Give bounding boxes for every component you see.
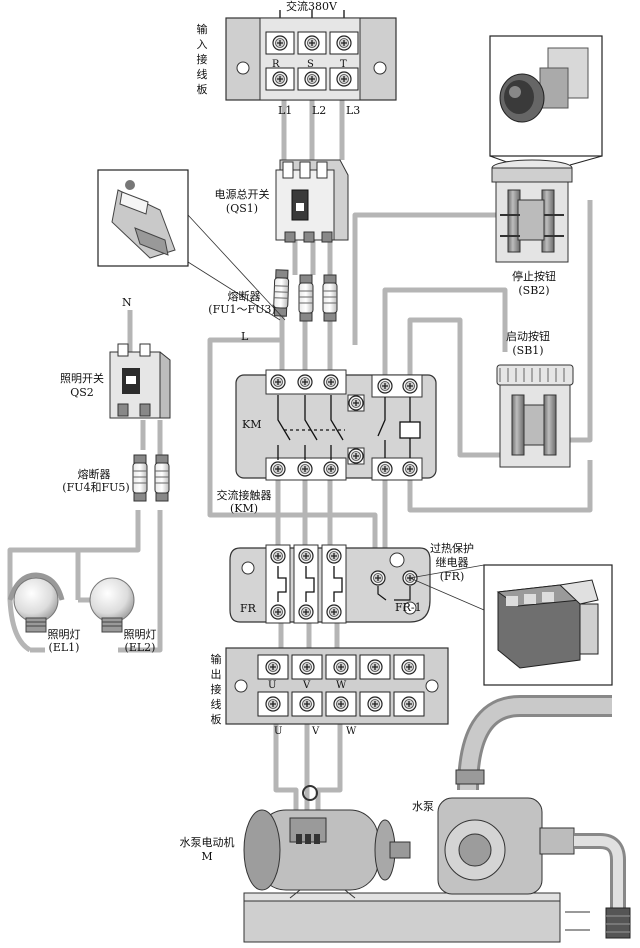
main-switch-qs1 <box>275 159 349 243</box>
main-switch-code: (QS1) <box>225 202 259 215</box>
lighting-switch-code: QS2 <box>70 386 94 399</box>
relay-name-line1: 过热保护 <box>430 542 474 555</box>
lighting-switch-qs2 <box>109 343 171 419</box>
out-phase-u-upper: U <box>268 680 277 691</box>
contactor-km <box>235 369 437 481</box>
lamp-el2 <box>89 577 135 633</box>
thermal-relay-fr <box>229 544 431 624</box>
fuse-holder-photo <box>97 169 286 321</box>
start-button-name: 启动按钮 <box>506 330 550 343</box>
relay-code: (FR) <box>439 570 465 583</box>
line-l2-label: L2 <box>312 104 327 117</box>
lighting-fuses <box>132 454 170 502</box>
lighting-fuse-name: 熔断器 <box>77 468 111 481</box>
pump-label: 水泵 <box>412 800 434 813</box>
output-terminal-board <box>225 647 449 725</box>
lighting-switch-name: 照明开关 <box>60 372 104 385</box>
stop-button-photo <box>489 35 603 166</box>
main-fuse-code: (FU1～FU3) <box>208 303 276 316</box>
lamp-el1-code: (EL1) <box>48 641 80 654</box>
relay-contact-label: FR-1 <box>395 601 422 614</box>
contactor-name: 交流接触器 <box>216 489 272 502</box>
thermal-relay-photo <box>409 564 613 686</box>
pump-motor <box>243 785 561 943</box>
stop-button-code: (SB2) <box>518 284 550 297</box>
phase-t-label: T <box>340 59 347 70</box>
out-phase-v-lower: V <box>312 726 320 737</box>
contactor-tag: KM <box>242 418 262 431</box>
stop-button-sb2 <box>491 159 573 263</box>
relay-name-line2: 继电器 <box>435 556 469 569</box>
contactor-code: (KM) <box>229 502 259 515</box>
lamp-el1 <box>7 572 65 633</box>
supply-voltage-label: 交流380V <box>286 0 337 13</box>
input-board-label: 输入接线板 <box>196 23 208 96</box>
lamp-el2-name: 照明灯 <box>123 628 157 641</box>
lighting-fuse-code: (FU4和FU5) <box>62 481 130 494</box>
main-switch-name: 电源总开关 <box>214 188 270 201</box>
input-terminal-board <box>225 17 397 101</box>
out-phase-w-lower: W <box>346 726 357 737</box>
main-fuse-name: 熔断器 <box>227 290 261 303</box>
stop-button-name: 停止按钮 <box>512 270 556 283</box>
live-label: L <box>241 330 249 343</box>
out-phase-w-upper: W <box>336 680 347 691</box>
line-l1-label: L1 <box>278 104 293 117</box>
phase-r-label: R <box>272 59 280 70</box>
motor-code: M <box>201 850 213 863</box>
motor-name: 水泵电动机 <box>179 836 235 849</box>
phase-s-label: S <box>307 59 314 70</box>
main-fuses <box>273 269 338 322</box>
output-board-label: 输出接线板 <box>210 653 222 726</box>
start-button-sb1 <box>496 364 574 468</box>
out-phase-v-upper: V <box>303 680 311 691</box>
start-button-code: (SB1) <box>512 344 544 357</box>
relay-tag: FR <box>240 602 256 615</box>
out-phase-u-lower: U <box>274 726 283 737</box>
lamp-el1-name: 照明灯 <box>47 628 81 641</box>
line-l3-label: L3 <box>346 104 361 117</box>
water-pump <box>437 695 631 939</box>
lamp-el2-code: (EL2) <box>124 641 156 654</box>
neutral-label: N <box>122 296 132 309</box>
